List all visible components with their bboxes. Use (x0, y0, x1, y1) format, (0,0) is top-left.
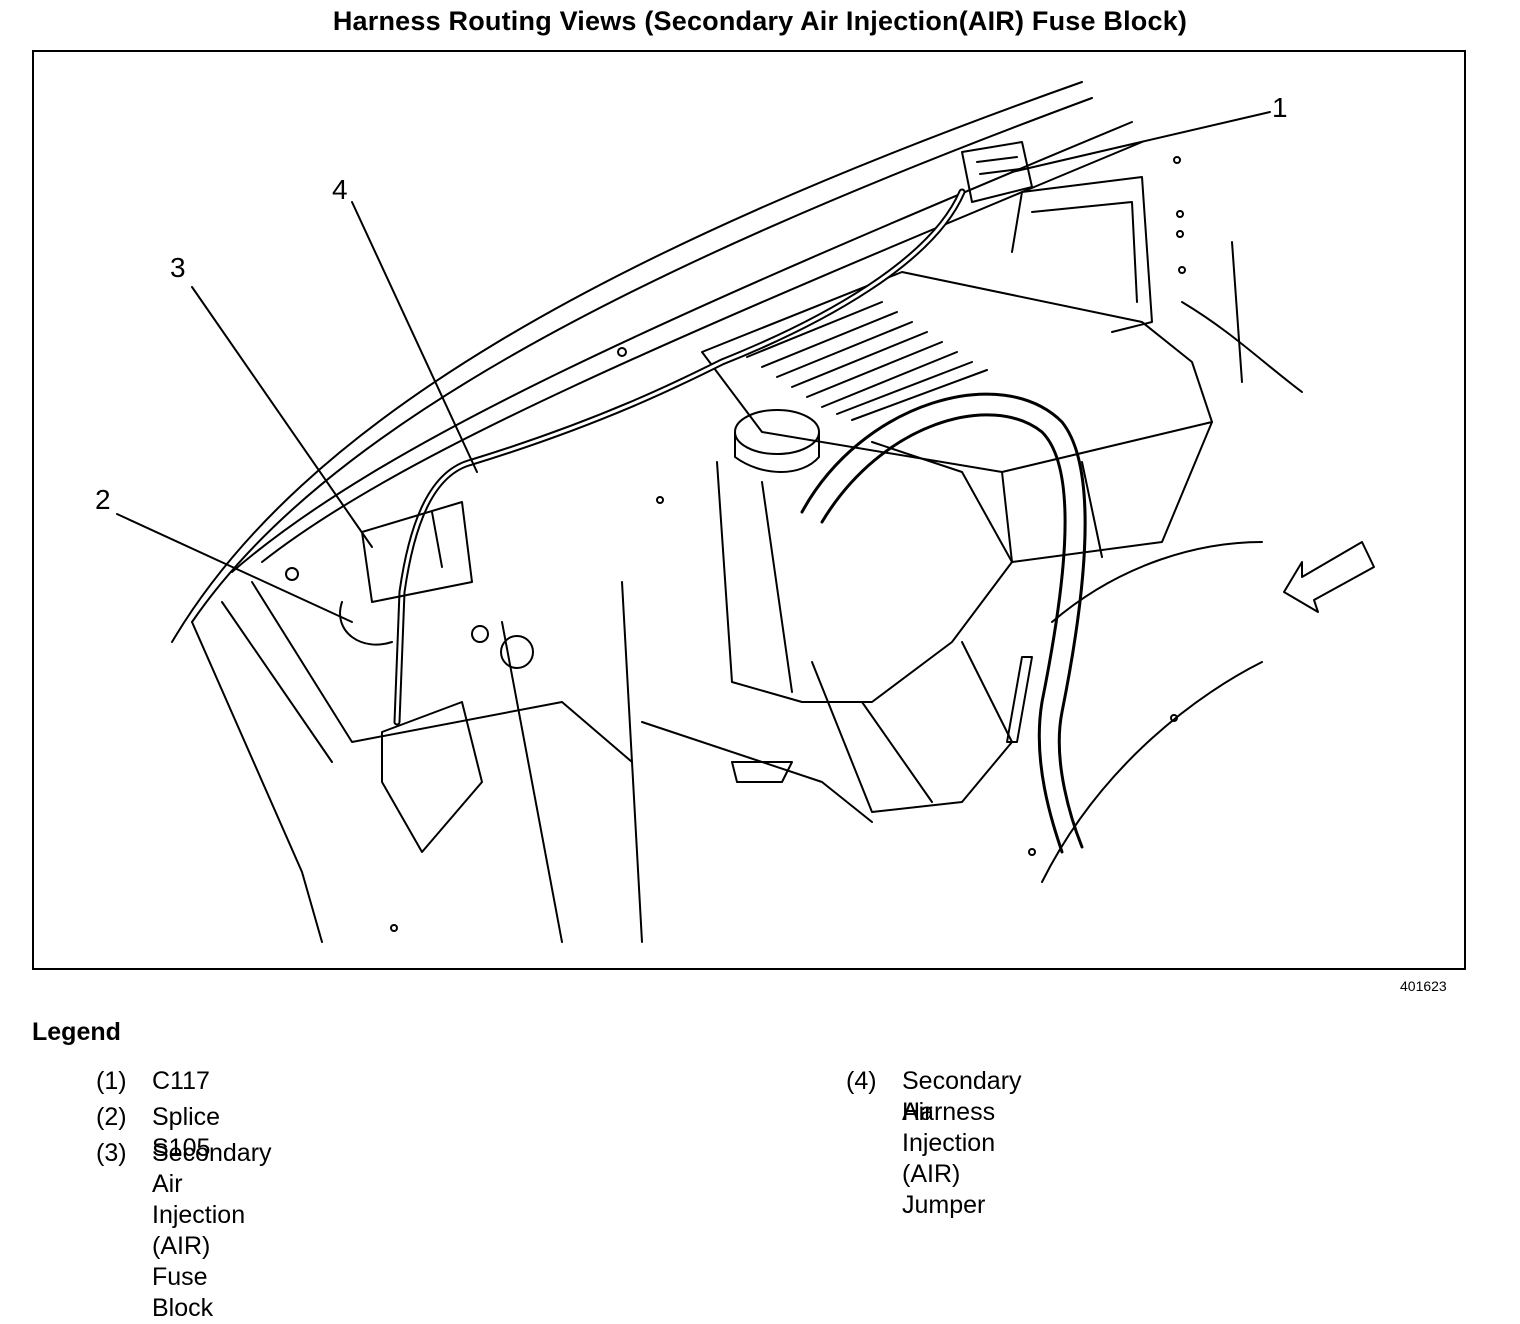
direction-arrow-icon (1283, 541, 1375, 613)
leader-line-3 (191, 286, 373, 548)
legend-text-line2: Harness (902, 1098, 996, 1126)
coolant-reservoir (716, 441, 1013, 703)
connector-c117 (961, 141, 1033, 203)
legend-text: C117 (152, 1067, 210, 1095)
pcm-fins (746, 301, 988, 421)
lower-box (811, 641, 1013, 813)
page-title: Harness Routing Views (Secondary Air Inj… (332, 6, 1188, 36)
engine-bay-illustration (116, 81, 1375, 943)
legend-number: (2) (96, 1103, 127, 1131)
legend-text: Secondary Air Injection (AIR) Fuse Block (152, 1139, 272, 1322)
legend-text: Splice S105 (152, 1103, 221, 1162)
mounting-holes (285, 156, 1186, 932)
callout-2: 2 (95, 484, 111, 515)
wheel-arch (1041, 661, 1263, 883)
figure-id: 401623 (1400, 978, 1447, 994)
diagram-frame (32, 50, 1466, 970)
legend-number: (1) (96, 1067, 127, 1095)
legend-number: (4) (846, 1067, 877, 1095)
hood-edge-line-inner (191, 97, 1093, 623)
callout-3: 3 (170, 252, 186, 283)
air-fuse-block (361, 501, 473, 603)
legend-number: (3) (96, 1139, 127, 1167)
hood-edge-line (171, 81, 1083, 643)
callout-4: 4 (332, 174, 348, 205)
strut-tower (1011, 176, 1153, 333)
callout-1: 1 (1272, 92, 1288, 123)
pcm-module (701, 271, 1213, 473)
leader-line-2 (116, 513, 353, 623)
splice-bracket (339, 601, 393, 646)
hose (820, 413, 1067, 854)
legend-text: Secondary Air Injection (AIR) Jumper (902, 1067, 1022, 1219)
leader-line-4 (351, 201, 478, 473)
legend-title: Legend (32, 1018, 121, 1046)
cowl-line (231, 121, 1133, 573)
reservoir-cap (734, 409, 820, 455)
leader-line-1 (1011, 111, 1271, 173)
